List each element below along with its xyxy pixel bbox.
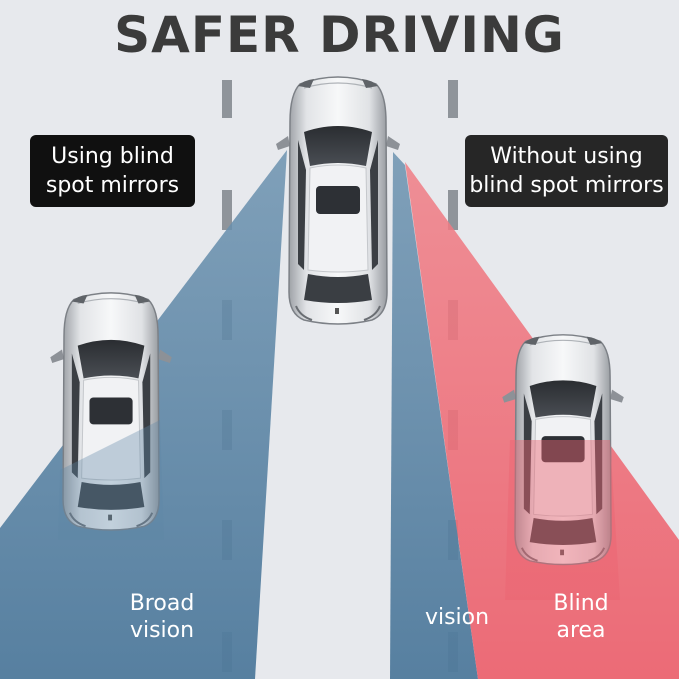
- using-mirrors-line2: spot mirrors: [45, 173, 180, 198]
- vision-zone-right: [390, 152, 478, 679]
- center-car: [275, 76, 401, 325]
- without-mirrors-line2: blind spot mirrors: [469, 173, 664, 198]
- using-mirrors-label: Using blind spot mirrors: [30, 135, 195, 207]
- blind-area-caption: Blind area: [536, 590, 626, 644]
- using-mirrors-line1: Using blind: [51, 144, 174, 169]
- broad-vision-line2: vision: [129, 618, 195, 643]
- without-mirrors-label: Without using blind spot mirrors: [465, 135, 668, 207]
- broad-vision-line1: Broad: [129, 591, 195, 616]
- blind-area-line1: Blind: [553, 591, 609, 616]
- blind-area-tint: [505, 440, 620, 600]
- broad-vision-caption: Broad vision: [110, 590, 214, 644]
- without-mirrors-line1: Without using: [490, 144, 643, 169]
- headline: SAFER DRIVING: [114, 6, 565, 64]
- vision-caption: vision: [424, 605, 490, 630]
- vision-tint: [58, 420, 164, 540]
- blind-area-line2: area: [556, 618, 606, 643]
